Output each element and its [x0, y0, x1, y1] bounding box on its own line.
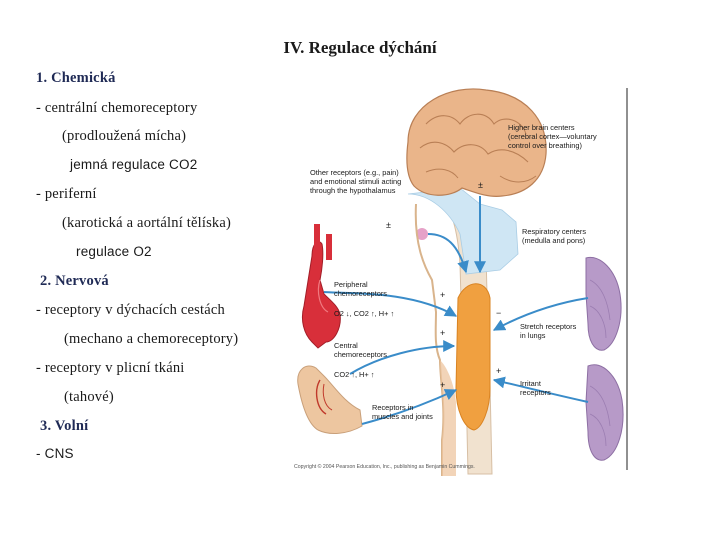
arm-illustration — [297, 365, 363, 434]
aorta-illustration — [301, 224, 341, 349]
outline-item-lung-tissue: - receptory v plicní tkáni — [36, 360, 185, 376]
label-peripheral-stimuli: O2 ↓, CO2 ↑, H+ ↑ — [334, 309, 394, 318]
label-other-receptors-1: Other receptors (e.g., pain) — [310, 168, 399, 177]
figure-svg: Higher brain centers (cerebral cortex—vo… — [294, 88, 628, 476]
sign-central: + — [440, 328, 445, 338]
outline-subitem-stretch: (tahové) — [64, 389, 114, 405]
label-central-2: chemoreceptors — [334, 350, 387, 359]
label-higher-brain-1: Higher brain centers — [508, 123, 575, 132]
outline-subitem-mechano: (mechano a chemoreceptory) — [64, 331, 239, 347]
neck-skin — [440, 360, 456, 476]
label-other-receptors-3: through the hypothalamus — [310, 186, 396, 195]
arrow-irritant-to-center — [492, 376, 589, 403]
respiratory-center-shape — [455, 283, 491, 431]
sign-irritant: + — [496, 366, 501, 376]
label-respiratory-centers-1: Respiratory centers — [522, 227, 586, 236]
label-respiratory-centers-2: (medulla and pons) — [522, 236, 585, 245]
csf-region — [407, 187, 519, 275]
outline-item-airway-receptors: - receptory v dýchacích cestách — [36, 302, 225, 318]
arrow-peripheral-to-center — [323, 291, 458, 317]
sign-stretch: − — [496, 308, 501, 318]
label-stretch-2: in lungs — [520, 331, 546, 340]
outline-item-cns: - CNS — [36, 446, 74, 461]
respiratory-regulation-figure: Higher brain centers (cerebral cortex—vo… — [290, 84, 630, 476]
lung-lower-illustration — [585, 364, 624, 461]
head-neck-outline — [414, 203, 445, 476]
label-peripheral-2: chemoreceptors — [334, 289, 387, 298]
label-peripheral-1: Peripheral — [334, 280, 368, 289]
arrow-muscle-to-center — [361, 389, 458, 425]
label-muscles-1: Receptors in — [372, 403, 414, 412]
lung-upper-illustration — [585, 256, 622, 351]
sign-peripheral: + — [440, 290, 445, 300]
label-stretch-1: Stretch receptors — [520, 322, 577, 331]
hypothalamus-marker — [416, 228, 428, 240]
label-other-receptors-2: and emotional stimuli acting — [310, 177, 401, 186]
sign-other: ± — [386, 220, 391, 230]
outline-subitem-co2-regulation: jemná regulace CO2 — [70, 157, 198, 172]
arrow-stretch-to-center — [492, 297, 589, 331]
label-irritant-2: receptors — [520, 388, 551, 397]
figure-credit: Copyright © 2004 Pearson Education, Inc.… — [294, 463, 475, 470]
brain-illustration — [406, 88, 547, 197]
outline-item-central-chemoreceptors: - centrální chemoreceptory — [36, 100, 198, 116]
outline-heading-neural: 2. Nervová — [40, 273, 109, 289]
label-central-1: Central — [334, 341, 358, 350]
signal-arrows — [323, 196, 589, 425]
label-higher-brain-3: control over breathing) — [508, 141, 582, 150]
outline-item-peripheral: - periferní — [36, 186, 97, 202]
label-muscles-2: muscles and joints — [372, 412, 433, 421]
outline-subitem-o2-regulation: regulace O2 — [76, 244, 152, 259]
slide-title: IV. Regulace dýchání — [283, 38, 437, 57]
sign-higher: ± — [478, 180, 483, 190]
label-central-stimuli: CO2 ↑, H+ ↑ — [334, 370, 374, 379]
outline-heading-voluntary: 3. Volní — [40, 418, 89, 434]
outline-subitem-medulla: (prodloužená mícha) — [62, 128, 187, 144]
outline-subitem-bodies: (karotická a aortální tělíska) — [62, 215, 232, 231]
arrow-hypothalamus-to-center — [427, 233, 469, 274]
sign-muscles: + — [440, 380, 445, 390]
arrow-central-to-center — [349, 340, 456, 375]
outline-heading-chemical: 1. Chemická — [36, 70, 116, 86]
label-higher-brain-2: (cerebral cortex—voluntary — [508, 132, 597, 141]
label-irritant-1: Irritant — [520, 379, 541, 388]
